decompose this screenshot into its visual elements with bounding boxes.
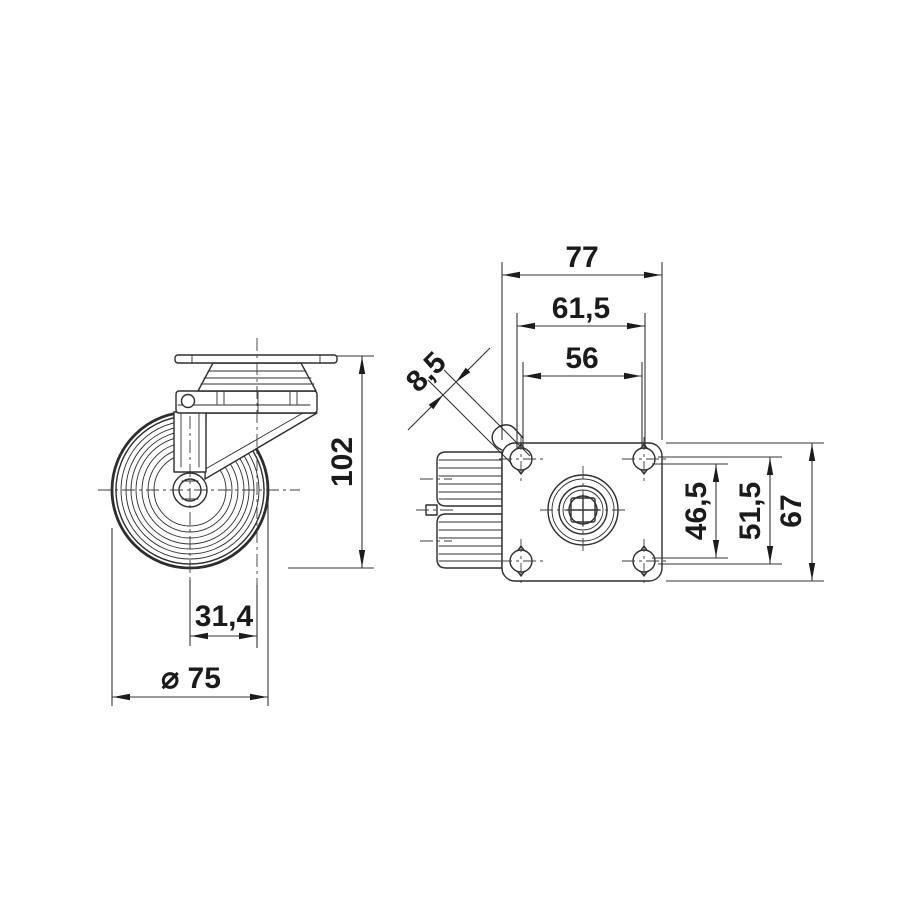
dim-label-bolt-height-outer: 51,5 [734, 482, 767, 540]
dim-bolt-width-outer: 61,5 [516, 292, 646, 448]
dim-label-bolt-height: 46,5 [680, 482, 713, 540]
side-centerlines [98, 338, 300, 648]
bolt-hole [622, 437, 666, 481]
fork-arm [201, 412, 318, 480]
dim-plate-width: 77 [501, 241, 663, 440]
dim-label-overall-height: 102 [326, 437, 359, 487]
dim-wheel-diameter: ⌀ 75 [111, 498, 269, 706]
dim-label-bolt-width-outer: 61,5 [552, 292, 610, 325]
dim-label-slot-width: 8,5 [400, 346, 453, 399]
swivel-hub [540, 466, 627, 554]
dim-swivel-offset: 31,4 [190, 600, 257, 640]
dim-bolt-height: 46,5 [652, 463, 728, 559]
dim-plate-depth: 67 [666, 442, 824, 582]
bolt-hole [499, 539, 543, 583]
bolt-hole [622, 539, 666, 583]
dim-label-bolt-width: 56 [565, 342, 598, 375]
side-view [98, 338, 338, 648]
dim-label-swivel-offset: 31,4 [195, 600, 254, 633]
dim-label-plate-width: 77 [565, 241, 598, 274]
top-plate-side [174, 354, 338, 364]
swivel-bearing [175, 390, 318, 414]
dim-label-plate-depth: 67 [775, 494, 808, 527]
dim-bolt-width: 56 [522, 342, 643, 448]
dim-overall-height: 102 [288, 355, 374, 569]
dim-bolt-height-outer: 51,5 [658, 456, 782, 565]
fork-tab-top-view [491, 424, 524, 451]
swivel-head [197, 362, 317, 392]
tread-top [416, 451, 503, 569]
plan-view [416, 424, 666, 583]
dim-label-wheel-diameter: ⌀ 75 [161, 662, 221, 695]
